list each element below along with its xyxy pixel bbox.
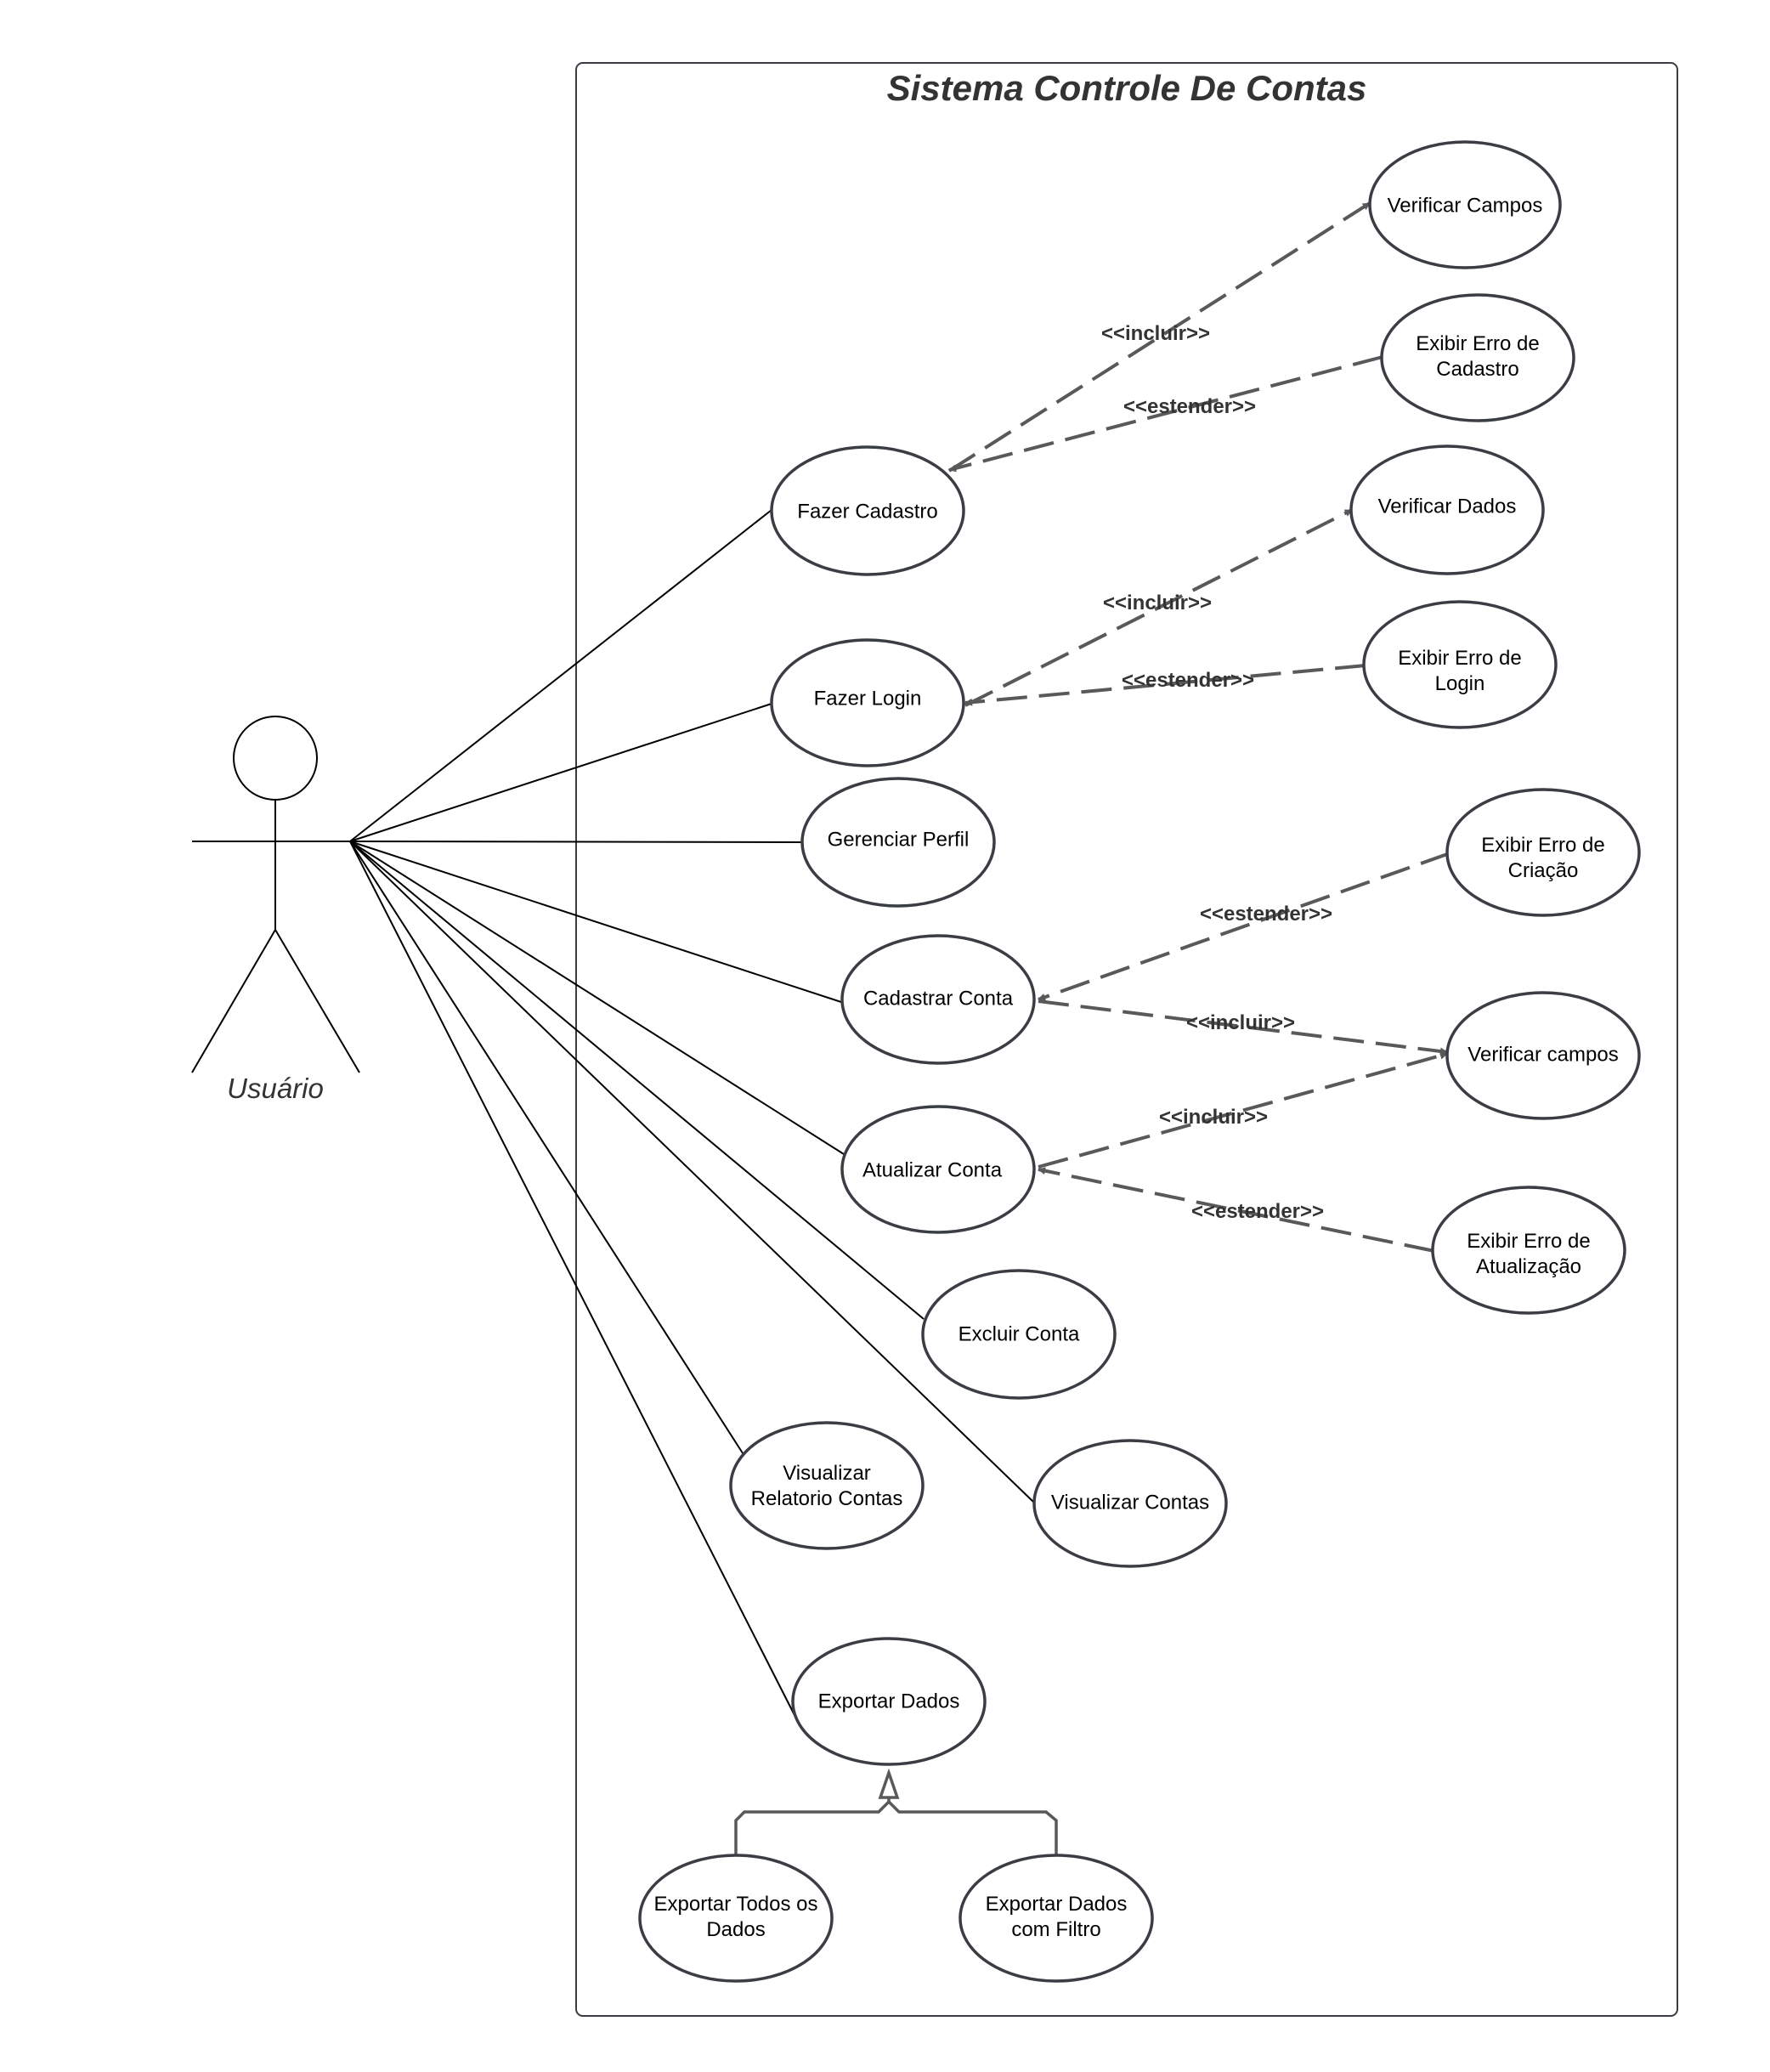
use-case-gerenciar-perfil[interactable]: Gerenciar Perfil [800,777,996,908]
use-case-shape [959,1854,1154,1983]
use-case-excluir-conta[interactable]: Excluir Conta [921,1269,1117,1400]
use-case-shape [791,1637,987,1766]
assoc-excluir-conta [349,841,925,1320]
use-case-exportar-dados[interactable]: Exportar Dados [791,1637,987,1766]
use-case-label-line-1: Exibir Erro de [1416,332,1539,355]
assoc-fazer-login [349,703,772,842]
label-include-4: <<incluir>> [1159,1106,1268,1129]
use-case-exibir-erro-criacao[interactable]: Exibir Erro de Criação [1445,788,1641,917]
actor-label: Usuário [227,1073,324,1104]
dependency-labels: <<incluir>> <<estender>> <<incluir>> <<e… [1101,322,1332,1223]
use-case-shape [840,934,1036,1065]
use-case-exibir-erro-atualizacao[interactable]: Exibir Erro de Atualização [1431,1186,1626,1315]
include-atualizar-verificar [1038,1051,1448,1169]
assoc-visualizar-contas [349,841,1035,1503]
dependencies [947,201,1450,1253]
use-case-shape [1445,788,1641,917]
use-case-label: Verificar campos [1467,1043,1618,1066]
use-case-label: Exportar Dados [818,1690,960,1713]
use-case-label: Verificar Dados [1378,495,1517,518]
associations [349,509,1035,1718]
use-case-label-line-2: Cadastro [1436,358,1518,381]
use-case-label: Atualizar Conta [862,1158,1003,1181]
use-case-fazer-cadastro[interactable]: Fazer Cadastro [770,445,965,576]
extend-erro-criacao [1038,852,1450,1001]
use-case-exportar-filtro[interactable]: Exportar Dados com Filtro [959,1854,1154,1983]
use-case-label-line-1: Visualizar [783,1462,871,1485]
use-case-shape [770,445,965,576]
use-case-shape [1349,444,1545,575]
use-case-shape [729,1421,925,1550]
use-case-shape [1362,600,1558,729]
use-case-label: Excluir Conta [959,1322,1080,1345]
use-case-shape [1032,1439,1228,1568]
extend-erro-cadastro [948,355,1383,473]
use-case-shape [840,1105,1036,1234]
use-case-atualizar-conta[interactable]: Atualizar Conta [840,1105,1036,1234]
use-case-label-line-1: Exibir Erro de [1467,1230,1590,1253]
use-case-label: Gerenciar Perfil [828,828,970,851]
use-case-label: Verificar Campos [1388,194,1543,217]
use-case-shape [1445,991,1641,1120]
actor-right-leg [274,929,360,1073]
assoc-fazer-cadastro [349,509,772,842]
use-case-shape [770,638,965,767]
assoc-visualizar-relatorio [349,841,745,1457]
actor-head [233,716,318,801]
label-include-1: <<incluir>> [1101,322,1210,345]
extend-erro-login [964,664,1366,706]
assoc-exportar-dados [349,841,796,1718]
use-case-exibir-erro-login[interactable]: Exibir Erro de Login [1362,600,1558,729]
use-case-label-line-1: Exibir Erro de [1398,647,1521,670]
label-extend-2: <<estender>> [1122,669,1254,692]
use-case-label-line-2: Criação [1508,859,1579,882]
use-case-label-line-1: Exportar Todos os [654,1893,818,1916]
use-case-label-line-2: com Filtro [1011,1918,1100,1941]
use-case-label-line-2: Login [1435,672,1485,695]
label-extend-4: <<estender>> [1191,1200,1324,1223]
include-cadastrar-verificar [1038,999,1448,1056]
use-case-verificar-campos-2[interactable]: Verificar campos [1445,991,1641,1120]
label-extend-1: <<estender>> [1123,395,1256,418]
use-case-fazer-login[interactable]: Fazer Login [770,638,965,767]
use-case-label-line-1: Exportar Dados [986,1893,1128,1916]
use-case-label: Visualizar Contas [1051,1491,1209,1514]
use-case-shape [1431,1186,1626,1315]
label-include-3: <<incluir>> [1186,1011,1295,1034]
generalization-connector [734,1799,1058,1854]
use-case-label-line-2: Dados [706,1918,765,1941]
use-case-shape [921,1269,1117,1400]
use-case-exibir-erro-cadastro[interactable]: Exibir Erro de Cadastro [1380,293,1575,422]
use-case-shape [800,777,996,908]
use-case-exportar-todos[interactable]: Exportar Todos os Dados [638,1854,834,1983]
label-extend-3: <<estender>> [1200,903,1332,926]
actor-left-leg [191,929,276,1073]
system-boundary [575,62,1678,2017]
use-case-label: Fazer Login [814,687,922,710]
use-case-label: Cadastrar Conta [863,987,1014,1010]
use-case-visualizar-contas[interactable]: Visualizar Contas [1032,1439,1228,1568]
use-case-label-line-2: Relatorio Contas [751,1487,903,1510]
use-case-visualizar-relatorio[interactable]: Visualizar Relatorio Contas [729,1421,925,1550]
label-include-2: <<incluir>> [1103,592,1212,614]
use-case-shape [1380,293,1575,422]
use-case-shape [638,1854,834,1983]
use-case-verificar-dados[interactable]: Verificar Dados [1349,444,1545,575]
include-login-verificar-dados [964,508,1353,707]
actor-usuario[interactable]: Usuário [191,716,360,1104]
assoc-atualizar-conta [349,841,845,1155]
use-case-label-line-1: Exibir Erro de [1481,834,1604,857]
system-title: Sistema Controle De Contas [887,68,1367,108]
extend-erro-atualizacao [1038,1167,1435,1253]
use-case-cadastrar-conta[interactable]: Cadastrar Conta [840,934,1036,1065]
generalization-exportar [734,1768,1058,1854]
use-case-label-line-2: Atualização [1476,1255,1581,1278]
assoc-gerenciar-perfil [349,841,803,843]
assoc-cadastrar-conta [349,841,845,1004]
use-case-verificar-campos[interactable]: Verificar Campos [1368,140,1562,269]
use-case-label: Fazer Cadastro [797,500,937,523]
use-case-shape [1368,140,1562,269]
generalization-triangle [878,1768,900,1799]
